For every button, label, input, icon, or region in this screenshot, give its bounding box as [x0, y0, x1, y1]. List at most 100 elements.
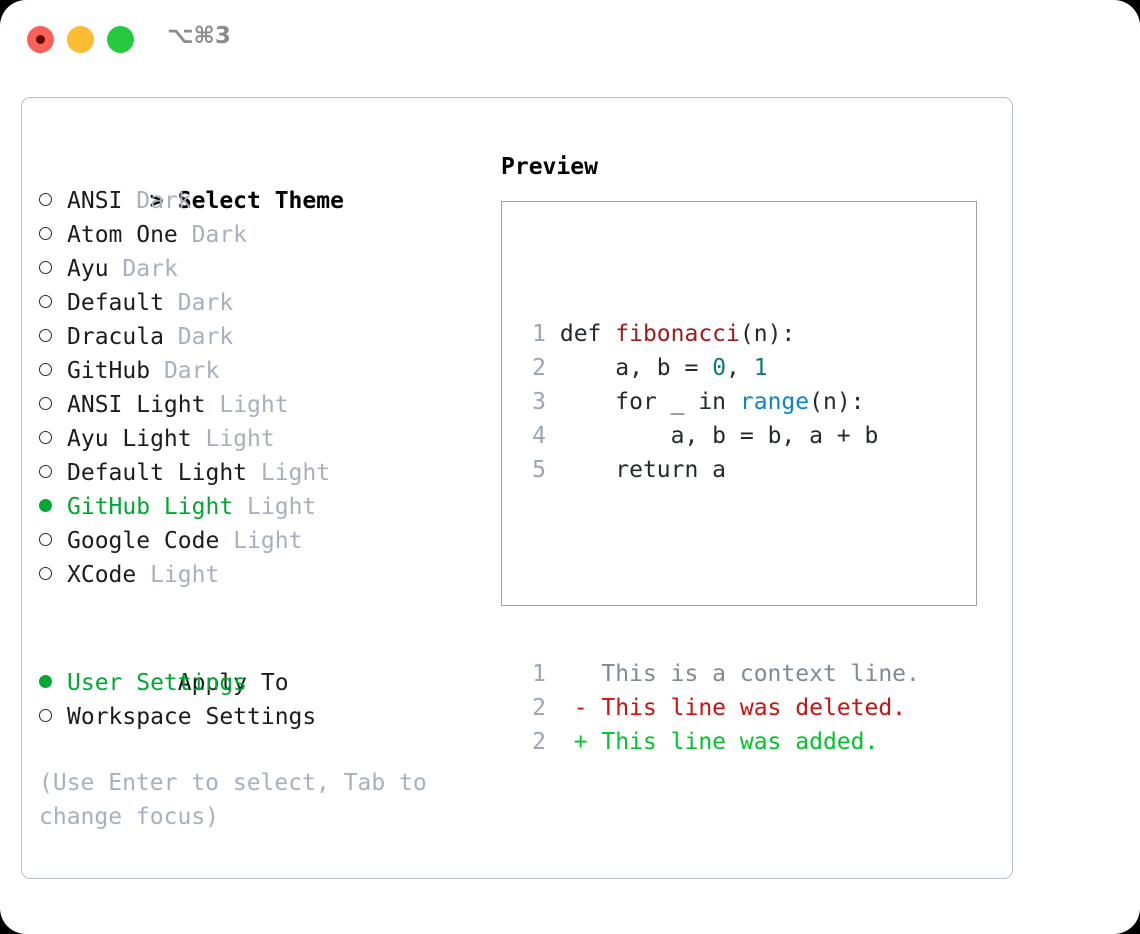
- theme-option-row[interactable]: GitHub Light Light: [39, 490, 489, 524]
- theme-variant-label: Light: [233, 528, 303, 554]
- code-line: 3 for _ in range(n):: [518, 385, 920, 419]
- radio-dot: [39, 431, 52, 444]
- preview-pane: Preview 1 def fibonacci(n):2 a, b = 0, 1…: [501, 150, 1001, 755]
- theme-variant-label: Light: [247, 494, 317, 520]
- theme-name: Google Code: [67, 528, 220, 554]
- theme-option-row[interactable]: Dracula Dark: [39, 320, 489, 354]
- radio-dot: [39, 329, 52, 342]
- apply-to-label: Apply To: [177, 670, 289, 696]
- radio-unselected-icon[interactable]: [39, 354, 67, 388]
- theme-variant-label: Dark: [122, 256, 178, 282]
- apply-to-option-label: Workspace Settings: [67, 704, 317, 730]
- radio-unselected-icon[interactable]: [39, 422, 67, 456]
- title-bar: ⌥⌘3: [0, 0, 1140, 78]
- theme-name: ANSI: [67, 188, 123, 214]
- code-line: 4 a, b = b, a + b: [518, 419, 920, 453]
- line-number: 3: [532, 389, 546, 415]
- code-token: ,: [726, 355, 754, 381]
- code-line: 2 a, b = 0, 1: [518, 351, 920, 385]
- radio-dot: [39, 227, 52, 240]
- maximize-button[interactable]: [107, 26, 134, 53]
- line-number: 5: [532, 457, 546, 483]
- radio-dot: [39, 675, 52, 688]
- apply-to-label-row: Apply To: [39, 632, 489, 696]
- radio-dot: [39, 193, 52, 206]
- theme-option-row[interactable]: Ayu Dark: [39, 252, 489, 286]
- preview-title: Preview: [501, 154, 598, 180]
- line-number: 2: [532, 695, 546, 721]
- theme-name: Dracula: [67, 324, 164, 350]
- theme-name: Atom One: [67, 222, 178, 248]
- theme-variant-label: Light: [219, 392, 289, 418]
- code-token: a, b = b, a + b: [559, 423, 879, 449]
- radio-dot: [39, 295, 52, 308]
- theme-name: Default: [67, 290, 164, 316]
- theme-variant-label: Light: [205, 426, 275, 452]
- radio-unselected-icon[interactable]: [39, 184, 67, 218]
- radio-unselected-icon[interactable]: [39, 524, 67, 558]
- code-line: 1 def fibonacci(n):: [518, 317, 920, 351]
- theme-variant-label: Light: [260, 460, 331, 486]
- page-title: Select Theme: [177, 188, 344, 214]
- spacer: [39, 592, 489, 632]
- line-number: 4: [532, 423, 546, 449]
- apply-to-option-row[interactable]: Workspace Settings: [39, 700, 489, 734]
- code-line: 5 return a: [518, 453, 920, 487]
- radio-unselected-icon[interactable]: [39, 218, 67, 252]
- line-number: 2: [532, 355, 546, 381]
- theme-variant-label: Dark: [163, 358, 220, 384]
- theme-option-row[interactable]: ANSI Light Light: [39, 388, 489, 422]
- apply-to-option-row[interactable]: User Settings: [39, 666, 489, 700]
- theme-option-row[interactable]: ANSI Dark: [39, 184, 489, 218]
- theme-option-row[interactable]: XCode Light: [39, 558, 489, 592]
- diff-line: 2 - This line was deleted.: [518, 691, 920, 725]
- theme-option-row[interactable]: GitHub Dark: [39, 354, 489, 388]
- radio-selected-icon[interactable]: [39, 490, 67, 524]
- close-button[interactable]: [27, 26, 54, 53]
- theme-option-row[interactable]: Ayu Light Light: [39, 422, 489, 456]
- theme-variant-label: Dark: [177, 290, 234, 316]
- code-token: range: [739, 389, 810, 415]
- diff-line: 2 + This line was added.: [518, 725, 920, 759]
- theme-option-row[interactable]: Atom One Dark: [39, 218, 489, 252]
- code-token: def: [559, 321, 616, 347]
- window-controls: [27, 26, 134, 53]
- diff-text: This is a context line.: [546, 661, 920, 687]
- radio-unselected-icon[interactable]: [39, 286, 67, 320]
- radio-dot: [39, 363, 52, 376]
- code-token: (n):: [809, 389, 865, 415]
- theme-option-row[interactable]: Default Light Light: [39, 456, 489, 490]
- code-token: a, b =: [559, 355, 713, 381]
- theme-name: GitHub: [67, 358, 151, 384]
- theme-variant-label: Dark: [177, 324, 234, 350]
- radio-dot: [39, 533, 52, 546]
- radio-unselected-icon[interactable]: [39, 252, 67, 286]
- theme-list-header: > Select Theme: [39, 150, 489, 214]
- theme-option-row[interactable]: Google Code Light: [39, 524, 489, 558]
- diff-line: 1 This is a context line.: [518, 657, 920, 691]
- line-number: 2: [532, 729, 546, 755]
- theme-option-row[interactable]: Default Dark: [39, 286, 489, 320]
- theme-variant-label: Light: [150, 562, 220, 588]
- code-token: for _ in: [559, 389, 740, 415]
- radio-unselected-icon[interactable]: [39, 700, 67, 734]
- prompt-caret-icon: >: [149, 188, 164, 214]
- theme-name: XCode: [67, 562, 137, 588]
- radio-dot: [39, 499, 52, 512]
- radio-unselected-icon[interactable]: [39, 388, 67, 422]
- radio-unselected-icon[interactable]: [39, 320, 67, 354]
- radio-dot: [39, 465, 52, 478]
- minimize-button[interactable]: [67, 26, 94, 53]
- radio-unselected-icon[interactable]: [39, 456, 67, 490]
- radio-selected-icon[interactable]: [39, 666, 67, 700]
- diff-lines: 1 This is a context line.2 - This line w…: [518, 657, 920, 759]
- radio-unselected-icon[interactable]: [39, 558, 67, 592]
